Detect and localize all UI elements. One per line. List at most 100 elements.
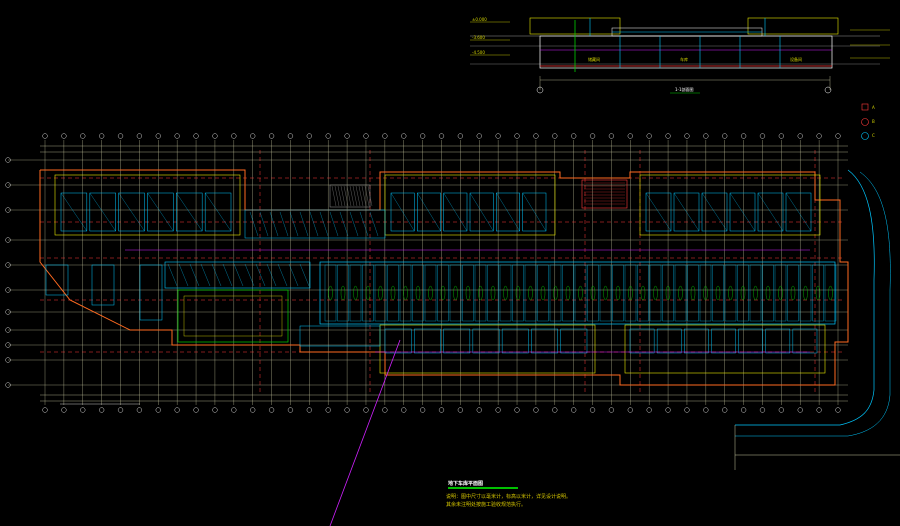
axis-bubble	[99, 133, 105, 139]
floor-plan	[5, 133, 849, 413]
stair-core	[581, 179, 628, 209]
axis-bubble	[5, 327, 11, 333]
axis-bubble	[401, 407, 407, 413]
parking-stall	[349, 264, 362, 322]
section-level-label: ±0.000	[472, 17, 487, 22]
parking-stall	[737, 264, 749, 322]
parking-bay-diagonal	[205, 192, 232, 232]
legend-label: A	[872, 105, 875, 110]
parking-stall	[200, 263, 211, 287]
axis-bubble	[684, 407, 690, 413]
equipment-room	[177, 289, 289, 343]
parking-stall	[749, 264, 762, 322]
axis-bubble	[382, 133, 388, 139]
parking-stall	[637, 264, 649, 322]
axis-bubble	[401, 133, 407, 139]
parking-stall	[329, 211, 339, 237]
parking-bay	[443, 192, 468, 232]
axis-bubble	[212, 407, 218, 413]
car-symbol	[328, 285, 333, 301]
parking-hall	[319, 261, 836, 325]
parking-bay	[629, 328, 655, 354]
parking-bay-diagonal	[522, 192, 547, 232]
hatch-line	[352, 185, 358, 207]
axis-bubble	[797, 407, 803, 413]
section-level-label: -4.500	[472, 50, 485, 55]
car-symbol	[828, 285, 833, 301]
axis-bubble	[835, 133, 841, 139]
car-symbol	[615, 285, 621, 301]
axis-bubble	[5, 342, 11, 348]
hatch-line	[340, 185, 346, 207]
parking-stall	[387, 264, 399, 322]
section-room-label: 车库	[680, 57, 688, 62]
parking-bay-diagonal	[469, 192, 494, 232]
axis-bubble	[5, 309, 11, 315]
axis-bubble	[80, 133, 86, 139]
parking-stall	[255, 263, 266, 287]
axis-bubble	[438, 407, 445, 413]
parking-bay-diagonal	[757, 192, 784, 232]
axis-bubble	[155, 407, 161, 413]
axis-bubble	[136, 407, 143, 413]
hatch-line	[343, 185, 349, 207]
parking-bay	[414, 328, 441, 354]
parking-stall	[167, 263, 178, 287]
parking-stall	[339, 211, 349, 237]
axis-bubble	[212, 133, 218, 139]
axis-bubble	[627, 133, 633, 139]
axis-bubble	[5, 262, 11, 268]
parking-bay	[176, 192, 203, 232]
axis-bubble	[608, 407, 615, 413]
parking-stall	[512, 264, 524, 322]
car-symbol	[403, 285, 408, 301]
hatch-line	[334, 185, 340, 207]
parking-stall	[359, 211, 369, 237]
axis-bubble	[438, 133, 445, 139]
axis-bubble	[325, 407, 331, 413]
axis-bubble	[42, 133, 48, 139]
parking-stall	[599, 264, 612, 322]
parking-stall	[211, 263, 222, 287]
axis-bubble	[646, 407, 652, 413]
axis-bubble	[99, 407, 105, 413]
car-symbol	[715, 285, 721, 301]
axis-bubble	[552, 407, 558, 413]
car-symbol	[815, 285, 821, 301]
axis-bubble	[514, 407, 520, 413]
axis-bubble	[665, 133, 671, 139]
parking-stall	[562, 264, 574, 322]
legend-label: B	[872, 119, 875, 124]
axis-bubble	[344, 407, 350, 413]
parking-bay-diagonal	[496, 192, 520, 232]
car-symbol	[365, 285, 371, 301]
parking-bay-diagonal	[785, 192, 812, 232]
axis-bubble	[778, 133, 784, 139]
parking-stall	[574, 264, 587, 322]
parking-bay	[384, 328, 412, 354]
parking-stall	[674, 264, 687, 322]
car-symbol	[515, 285, 521, 301]
car-symbol	[640, 285, 646, 301]
axis-bubble	[363, 407, 369, 413]
axis-bubble	[61, 407, 67, 413]
axis-bubble	[646, 133, 652, 139]
hatch-line	[349, 185, 355, 207]
axis-bubble	[231, 407, 237, 413]
parking-stall	[233, 263, 244, 287]
section-level-label: -3.600	[472, 35, 485, 40]
parking-stall	[399, 264, 412, 322]
parking-stall	[178, 263, 189, 287]
parking-stall	[437, 264, 449, 322]
parking-bay	[738, 328, 763, 354]
parking-stall	[762, 264, 774, 322]
section-room-label: 储藏间	[588, 57, 600, 62]
parking-stall	[462, 264, 474, 322]
axis-bubble	[627, 407, 633, 413]
parking-stall	[222, 263, 233, 287]
axis-bubble	[174, 133, 180, 139]
parking-stall	[537, 264, 549, 322]
hatch-line	[337, 185, 343, 207]
parking-bay-diagonal	[147, 192, 174, 232]
parking-bay	[711, 328, 736, 354]
